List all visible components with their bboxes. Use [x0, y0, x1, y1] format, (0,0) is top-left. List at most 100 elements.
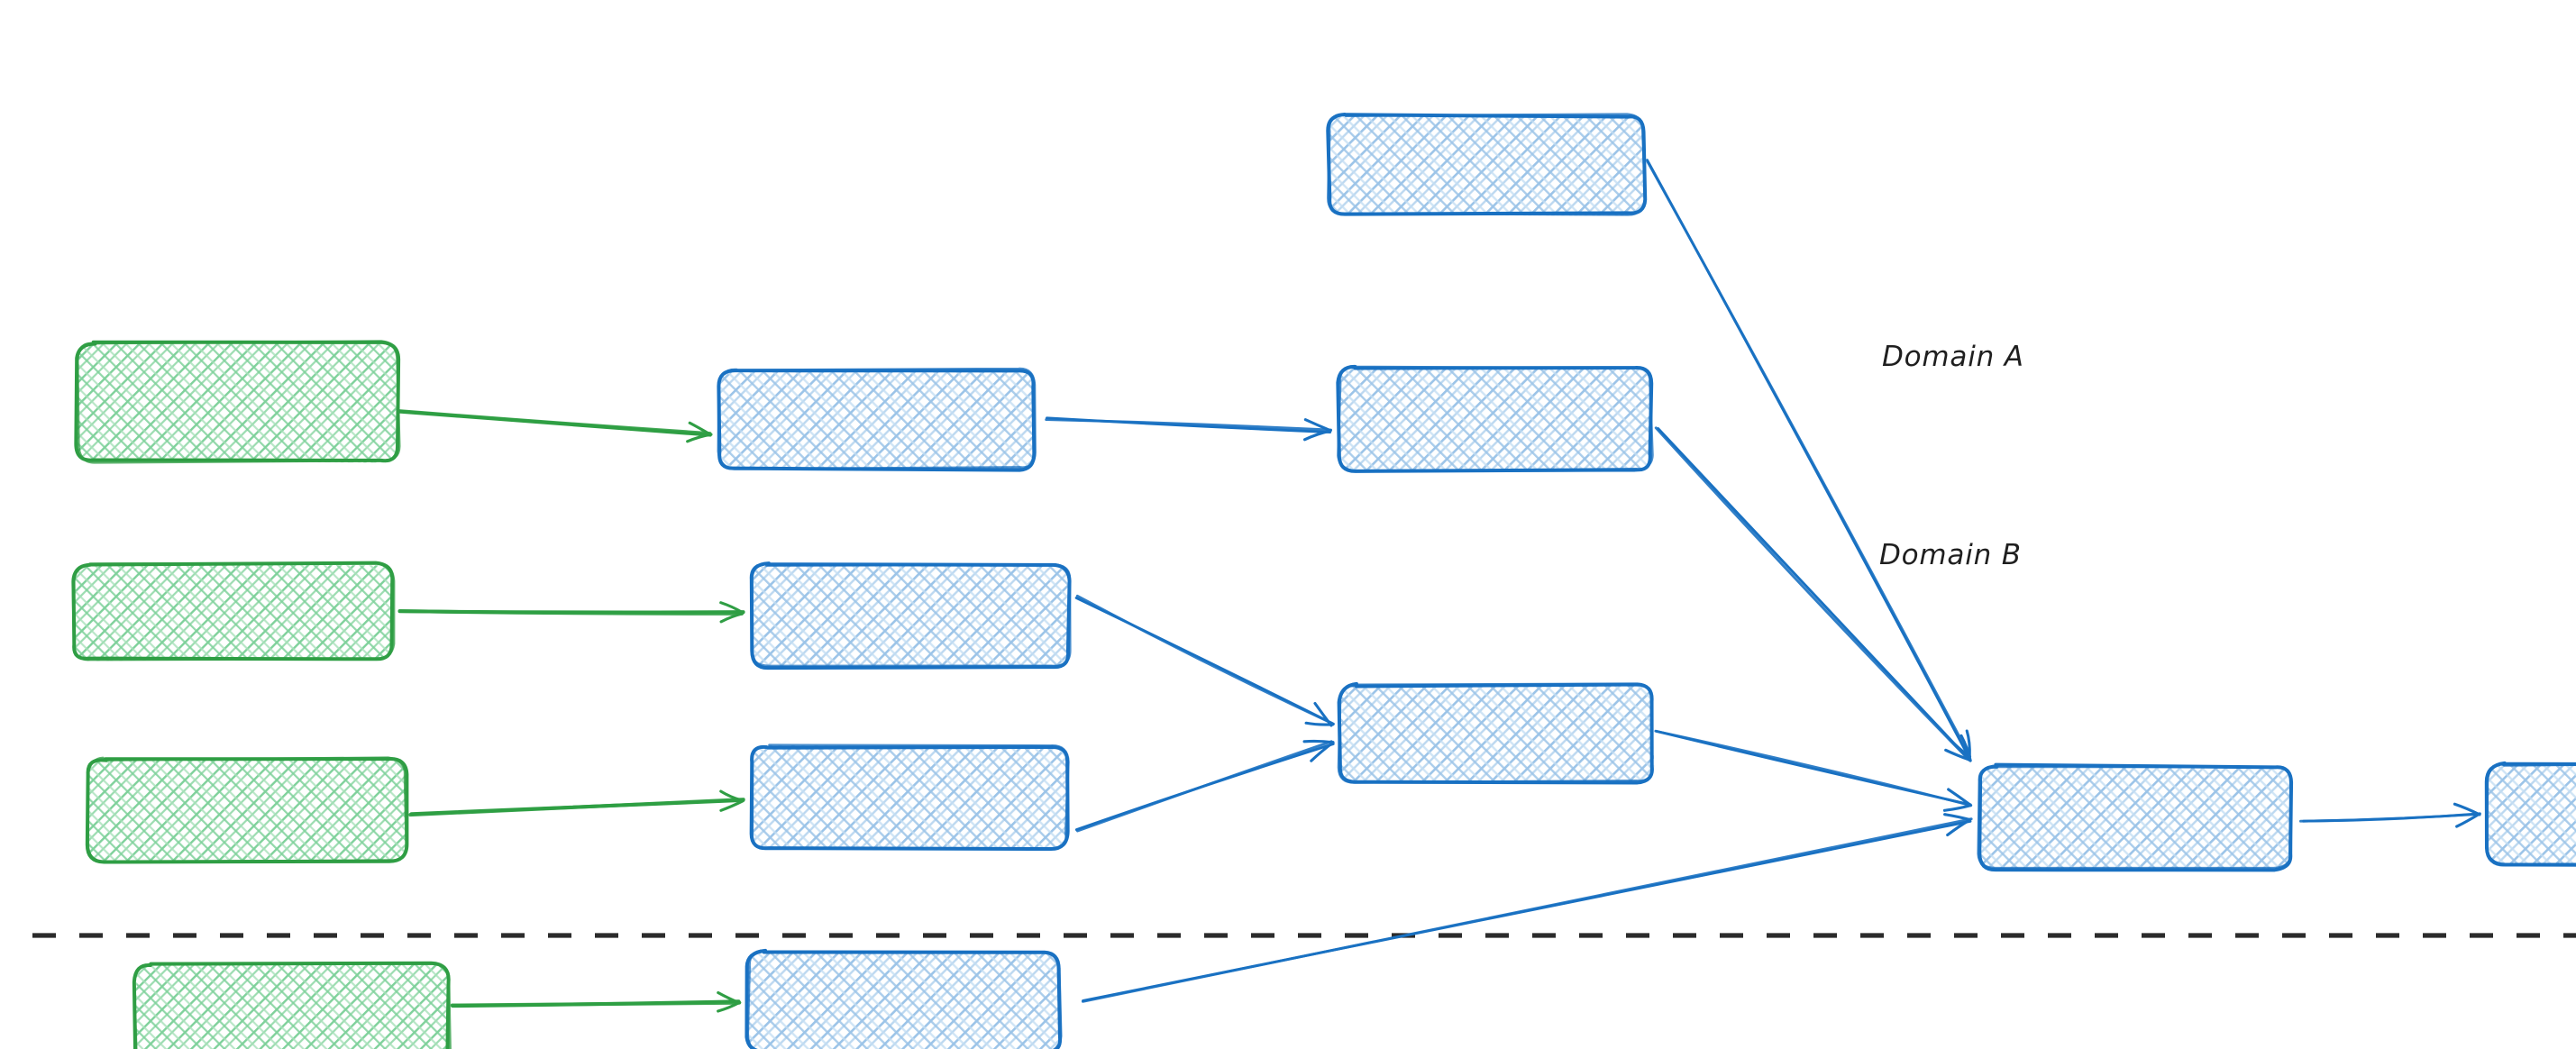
edge-line — [409, 798, 745, 816]
edge-b-agg-1-to-b-sink-1 — [1654, 729, 1973, 812]
node-a-top-1[interactable] — [1326, 113, 1648, 216]
node-outline — [746, 949, 1063, 1049]
edge-line — [1646, 159, 1971, 760]
node-b-agg-1[interactable] — [1337, 681, 1655, 785]
edge-line — [1045, 418, 1333, 432]
arrowhead-icon — [1310, 741, 1335, 762]
arrowhead-icon — [1959, 734, 1972, 762]
arrowhead-icon — [1943, 813, 1971, 822]
edge-line — [1074, 597, 1335, 725]
node-fill-hatch-b — [77, 342, 400, 463]
node-b-src-2[interactable] — [85, 756, 409, 864]
edge-line — [397, 609, 744, 616]
edge-line — [1646, 160, 1972, 758]
arrowhead-icon — [1947, 788, 1973, 807]
node-fill-hatch-b — [73, 563, 394, 661]
node-b-sink-2[interactable] — [2484, 761, 2576, 867]
arrowhead-icon — [719, 789, 744, 802]
arrowhead-icon — [688, 421, 711, 436]
domain-a-label: Domain A — [1882, 341, 2024, 373]
domain-b-label: Domain B — [1879, 539, 2022, 571]
node-outline — [750, 562, 1072, 668]
arrowhead-icon — [1313, 701, 1333, 727]
arrowhead-icon — [719, 799, 744, 812]
edge-line — [1657, 427, 1972, 762]
node-outline — [76, 340, 401, 464]
node-outline — [1337, 365, 1654, 473]
node-fill-hatch-b — [1338, 684, 1655, 783]
arrowhead-icon — [717, 1000, 742, 1013]
node-fill-hatch-b — [87, 758, 407, 862]
edge-a-mid-1-to-a-rgt-1 — [1045, 416, 1333, 442]
node-fill-hatch-b — [1328, 114, 1646, 216]
edge-line — [408, 798, 745, 817]
arrowhead-icon — [2453, 802, 2481, 816]
arrowhead-icon — [1303, 418, 1332, 433]
nodes-layer — [71, 113, 2576, 1049]
edge-b-src-3-to-b-mid-3 — [450, 990, 742, 1013]
arrowhead-icon — [1949, 738, 1971, 759]
node-outline — [1327, 113, 1647, 216]
edge-line — [1074, 743, 1335, 832]
node-outline — [1337, 682, 1654, 784]
edge-b-mid-3-to-b-sink-1 — [1081, 813, 1973, 1003]
node-fill-hatch-b — [1978, 765, 2292, 871]
node-outline — [132, 962, 452, 1049]
node-outline — [1977, 765, 2293, 870]
edge-line — [1082, 819, 1972, 1002]
edge-b-src-1-to-b-mid-1 — [397, 601, 745, 624]
node-fill-hatch-b — [719, 369, 1037, 470]
arrowhead-icon — [1965, 729, 1971, 759]
arrowhead-icon — [1944, 748, 1972, 762]
node-b-src-1[interactable] — [71, 561, 396, 661]
node-a-src-1[interactable] — [74, 340, 401, 464]
node-outline — [71, 561, 396, 661]
arrowhead-icon — [1302, 429, 1332, 442]
arrowhead-icon — [686, 433, 713, 443]
edges-layer — [396, 159, 2481, 1013]
edge-line — [1654, 426, 1971, 762]
arrowhead-icon — [1302, 739, 1335, 744]
edge-line — [2302, 812, 2481, 823]
edge-line — [1075, 594, 1334, 725]
node-a-rgt-1[interactable] — [1336, 364, 1654, 473]
edge-line — [2299, 812, 2481, 823]
edge-a-src-1-to-a-mid-1 — [396, 408, 713, 443]
edge-line — [1655, 729, 1972, 807]
node-b-src-3[interactable] — [132, 961, 452, 1049]
node-b-sink-1[interactable] — [1977, 762, 2294, 872]
edge-line — [397, 409, 712, 437]
node-b-mid-2[interactable] — [749, 743, 1070, 852]
node-fill-hatch-b — [751, 563, 1070, 668]
node-fill-hatch-b — [1338, 368, 1652, 471]
arrowhead-icon — [719, 612, 744, 624]
edge-line — [397, 609, 745, 615]
edge-line — [1046, 416, 1332, 434]
edge-line — [1081, 817, 1973, 1003]
arrowhead-icon — [719, 601, 744, 615]
node-outline — [717, 367, 1037, 470]
edge-b-sink-1-to-b-sink-2 — [2299, 802, 2481, 828]
node-fill-hatch-b — [2488, 763, 2576, 866]
edge-a-rgt-1-to-b-sink-1 — [1654, 426, 1972, 762]
node-outline — [87, 756, 408, 863]
edge-b-mid-2-to-b-agg-1 — [1074, 739, 1335, 833]
node-b-mid-1[interactable] — [749, 561, 1072, 670]
edge-line — [1076, 740, 1333, 833]
edge-line — [1654, 729, 1972, 807]
edge-b-src-2-to-b-mid-2 — [408, 789, 745, 817]
edge-line — [396, 408, 712, 436]
node-b-mid-3[interactable] — [744, 948, 1063, 1049]
node-outline — [751, 743, 1070, 851]
node-fill-hatch-b — [134, 962, 449, 1049]
arrowhead-icon — [717, 990, 742, 1005]
node-outline — [2485, 762, 2576, 867]
edge-line — [451, 999, 741, 1008]
node-a-mid-1[interactable] — [717, 367, 1037, 472]
edge-line — [450, 1000, 741, 1008]
edge-a-top-1-to-b-sink-1 — [1646, 159, 1972, 760]
edge-b-mid-1-to-b-agg-1 — [1074, 594, 1335, 727]
node-fill-hatch-b — [746, 952, 1061, 1049]
